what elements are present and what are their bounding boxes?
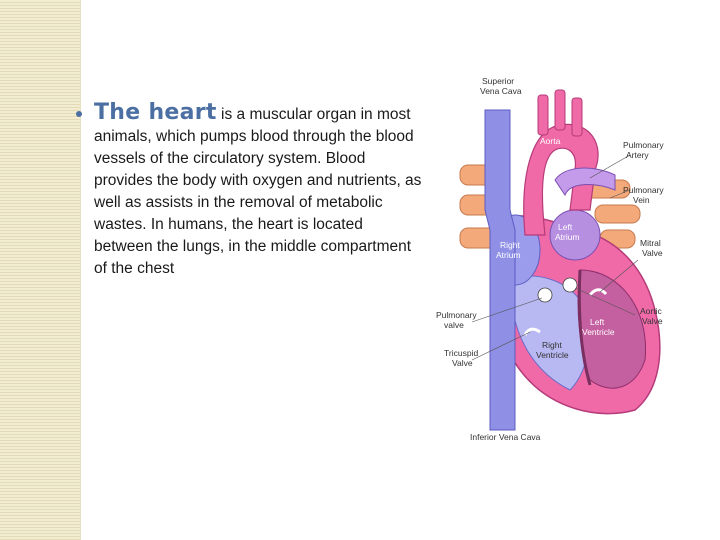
label-pulmonary-vein-2: Vein xyxy=(633,195,650,205)
headword: The heart xyxy=(94,100,217,125)
label-aortic-valve-2: Valve xyxy=(642,316,663,326)
heart-diagram: Superior Vena Cava Aorta Pulmonary Arter… xyxy=(430,70,710,450)
mitral-valve-shape xyxy=(588,288,608,296)
label-tricuspid-valve-2: Valve xyxy=(452,358,473,368)
decorative-left-strip xyxy=(0,0,81,540)
bullet-paragraph: The heart is a muscular organ in most an… xyxy=(76,100,424,280)
label-tricuspid-valve-1: Tricuspid xyxy=(444,348,478,358)
label-mitral-valve-1: Mitral xyxy=(640,238,661,248)
body-text: is a muscular organ in most animals, whi… xyxy=(94,106,422,277)
label-pulmonary-valve-1: Pulmonary xyxy=(436,310,477,320)
label-superior-vena-cava-2: Vena Cava xyxy=(480,86,522,96)
label-superior-vena-cava-1: Superior xyxy=(482,76,514,86)
heart-diagram-svg: Superior Vena Cava Aorta Pulmonary Arter… xyxy=(436,76,664,442)
label-right-ventricle-2: Ventricle xyxy=(536,350,569,360)
label-right-atrium-2: Atrium xyxy=(496,250,521,260)
label-right-atrium-1: Right xyxy=(500,240,520,250)
label-pulmonary-artery-2: Artery xyxy=(626,150,649,160)
pulmonary-valve-shape xyxy=(537,287,553,303)
vena-cava xyxy=(484,109,516,431)
label-pulmonary-artery-1: Pulmonary xyxy=(623,140,664,150)
label-left-ventricle-2: Ventricle xyxy=(582,327,615,337)
label-left-atrium-1: Left xyxy=(558,222,573,232)
label-aortic-valve-1: Aortic xyxy=(640,306,662,316)
label-left-atrium-2: Atrium xyxy=(555,232,580,242)
label-pulmonary-valve-2: valve xyxy=(444,320,464,330)
tricuspid-valve-shape xyxy=(523,327,541,336)
label-inferior-vena-cava: Inferior Vena Cava xyxy=(470,432,541,442)
label-mitral-valve-2: Valve xyxy=(642,248,663,258)
aortic-valve-shape xyxy=(562,277,578,293)
label-left-ventricle-1: Left xyxy=(590,317,605,327)
leader-lines xyxy=(471,154,639,361)
aorta-branch xyxy=(571,97,583,137)
label-aorta: Aorta xyxy=(540,136,561,146)
aorta-branch xyxy=(554,89,566,131)
aorta-branch xyxy=(537,94,549,136)
label-pulmonary-vein-1: Pulmonary xyxy=(623,185,664,195)
pulmonary-artery xyxy=(554,167,616,197)
bullet-icon xyxy=(76,111,82,117)
label-right-ventricle-1: Right xyxy=(542,340,562,350)
septum xyxy=(577,269,592,386)
